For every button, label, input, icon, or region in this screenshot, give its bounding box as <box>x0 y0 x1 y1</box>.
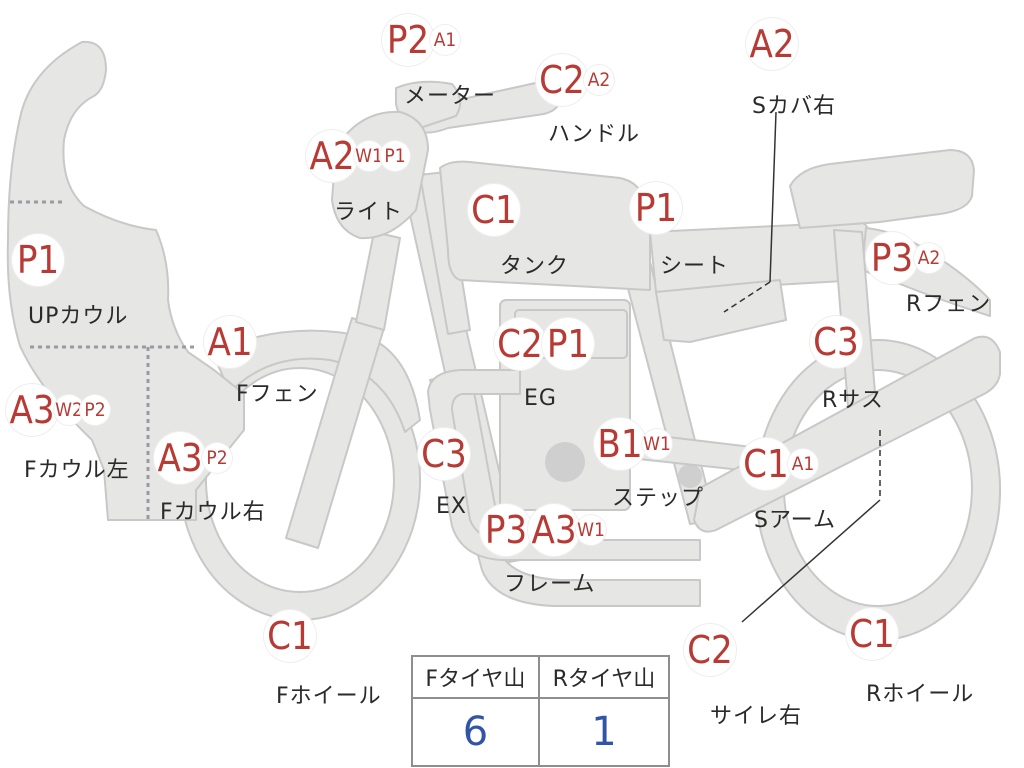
fork-upper-shape <box>355 231 401 331</box>
light-codes: A2 W1 P1 <box>306 130 410 182</box>
silencer-right-code-1: C2 <box>684 624 736 676</box>
f-cowl-left-code-1: A3 <box>6 384 58 436</box>
up-cowl-codes: P1 <box>12 234 64 286</box>
f-fender-code-1: A1 <box>204 316 256 368</box>
light-code-3: P1 <box>380 141 410 171</box>
handle-code-1: C2 <box>536 54 588 106</box>
f-cowl-left-code-2: W2 <box>54 395 84 425</box>
step-codes: B1 W1 <box>594 418 672 470</box>
handle-code-2: A2 <box>584 65 614 95</box>
side-cover-shape <box>655 279 787 343</box>
s-cover-right-codes: A2 <box>746 18 798 70</box>
s-cover-right-code-1: A2 <box>746 18 798 70</box>
tire-tread-table: Fタイヤ山 Rタイヤ山 6 1 <box>411 655 671 767</box>
tail-shape <box>789 149 975 229</box>
r-fender-label: Rフェン <box>906 292 992 317</box>
f-cowl-right-label: Fカウル右 <box>160 500 266 525</box>
tank-code-1: C1 <box>468 184 520 236</box>
f-wheel-codes: C1 <box>264 610 316 662</box>
exhaust-label: EX <box>436 494 467 519</box>
silencer-right-label: サイレ右 <box>710 704 803 729</box>
meter-code-2: A1 <box>430 25 460 55</box>
f-wheel-label: Fホイール <box>276 684 382 709</box>
r-suspension-code-1: C3 <box>810 316 862 368</box>
r-fender-code-2: A2 <box>914 243 944 273</box>
light-code-1: A2 <box>306 130 358 182</box>
frame-code-1: P3 <box>480 504 532 556</box>
s-arm-label: Sアーム <box>754 508 836 533</box>
meter-label: メーター <box>404 84 497 109</box>
light-label: ライト <box>334 200 404 225</box>
step-code-2: W1 <box>642 429 672 459</box>
s-cover-right-label: Sカバ右 <box>752 94 836 119</box>
handle-label: ハンドル <box>548 122 641 147</box>
f-fender-codes: A1 <box>204 316 256 368</box>
seat-codes: P1 <box>630 182 682 234</box>
s-arm-code-1: C1 <box>740 438 792 490</box>
rear-tire-value: 1 <box>537 697 671 767</box>
frame-tube2-shape <box>419 171 471 335</box>
front-tire-value: 6 <box>411 697 540 767</box>
seat-label: シート <box>660 254 730 279</box>
frame-code-3: W1 <box>576 515 606 545</box>
engine-label: EG <box>524 386 557 411</box>
r-suspension-label: Rサス <box>822 388 884 413</box>
up-cowl-code-1: P1 <box>12 234 64 286</box>
silencer-right-codes: C2 <box>684 624 736 676</box>
light-code-2: W1 <box>354 141 384 171</box>
s-arm-code-2: A1 <box>788 449 818 479</box>
f-cowl-right-code-1: A3 <box>154 432 206 484</box>
exhaust-codes: C3 <box>418 428 470 480</box>
exhaust-shape <box>427 369 701 561</box>
f-cowl-left-code-3: P2 <box>80 395 110 425</box>
up-cowl-label: UPカウル <box>28 304 129 329</box>
tank-label: タンク <box>500 254 570 279</box>
r-fender-code-1: P3 <box>866 232 918 284</box>
f-cowl-right-code-2: P2 <box>202 443 232 473</box>
f-cowl-right-codes: A3 P2 <box>154 432 232 484</box>
r-fender-codes: P3 A2 <box>866 232 944 284</box>
engine-code-2: P1 <box>542 318 594 370</box>
rear-tire-header: Rタイヤ山 <box>537 655 671 699</box>
f-cowl-left-codes: A3 W2 P2 <box>6 384 110 436</box>
exhaust-code-1: C3 <box>418 428 470 480</box>
front-tire-header: Fタイヤ山 <box>411 655 540 699</box>
r-suspension-codes: C3 <box>810 316 862 368</box>
frame-code-2: A3 <box>528 504 580 556</box>
s-arm-codes: C1 A1 <box>740 438 818 490</box>
r-wheel-code-1: C1 <box>846 608 898 660</box>
seat-code-1: P1 <box>630 182 682 234</box>
engine-code-1: C2 <box>494 318 546 370</box>
r-wheel-codes: C1 <box>846 608 898 660</box>
f-fender-label: Fフェン <box>236 382 319 407</box>
f-cowl-left-label: Fカウル左 <box>24 458 130 483</box>
engine-codes: C2 P1 <box>494 318 594 370</box>
tank-codes: C1 <box>468 184 520 236</box>
frame-codes: P3 A3 W1 <box>480 504 606 556</box>
meter-code-1: P2 <box>382 14 434 66</box>
f-wheel-code-1: C1 <box>264 610 316 662</box>
r-wheel-label: Rホイール <box>866 682 975 707</box>
step-label: ステップ <box>612 486 705 511</box>
step-code-1: B1 <box>594 418 646 470</box>
handle-codes: C2 A2 <box>536 54 614 106</box>
meter-codes: P2 A1 <box>382 14 460 66</box>
frame-label: フレーム <box>504 572 596 597</box>
